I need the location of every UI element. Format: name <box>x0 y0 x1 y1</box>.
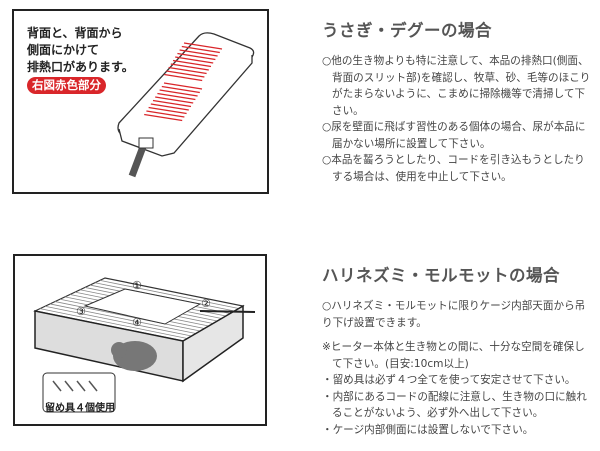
vent-slit <box>177 52 216 61</box>
cage-bar <box>39 308 188 339</box>
section-hedgehog-guinea-pig: ハリネズミ・モルモットの場合 ○ハリネズミ・モルモットに限りケージ内部天面から吊… <box>322 262 592 438</box>
vent-slit <box>150 103 189 111</box>
vent-slit <box>181 45 220 54</box>
vent-slit <box>172 59 212 68</box>
vent-slit <box>170 63 209 71</box>
note-item: ※ヒーター本体と生き物との間に、十分な空間を確保して下さい。(目安:10cm以上… <box>322 341 585 370</box>
marker-2: ② <box>201 297 211 310</box>
section-title: うさぎ・デグーの場合 <box>322 21 492 40</box>
vent-slit <box>166 70 205 78</box>
vent-slit <box>164 73 203 82</box>
vent-slit <box>155 96 194 104</box>
vent-slit <box>146 110 185 118</box>
section-title: ハリネズミ・モルモットの場合 <box>322 266 560 285</box>
callout-line: 排熱口があります。 <box>27 60 134 74</box>
heater-drawing <box>117 32 255 178</box>
note-item: ○尿を壁面に飛ばす習性のある個体の場合、尿が本品に届かない場所に設置して下さい。 <box>322 121 586 150</box>
callout-line: 側面にかけて <box>27 43 100 57</box>
callout-line: 背面と、背面から <box>27 26 123 40</box>
section-rabbit-degu: うさぎ・デグーの場合 ○他の生き物よりも特に注意して、本品の排熱口(側面、背面の… <box>322 17 592 185</box>
marker-1: ① <box>132 279 142 292</box>
position-markers: ① ② ③ ④ <box>76 279 211 329</box>
vent-slit <box>168 66 207 75</box>
cage-bar <box>99 279 239 309</box>
vent-slit <box>152 99 192 108</box>
note-item: ○本品を齧ろうとしたり、コードを引き込もうとしたりする場合は、使用を中止して下さ… <box>322 154 585 183</box>
red-area-badge: 右図赤色部分 <box>27 77 106 94</box>
clip-icons <box>52 380 98 392</box>
vent-callout: 背面と、背面から 側面にかけて 排熱口があります。 右図赤色部分 <box>27 25 134 94</box>
note-item: ○他の生き物よりも特に注意して、本品の排熱口(側面、背面のスリット部)を確認し、… <box>322 55 591 117</box>
intro-text: ○ハリネズミ・モルモットに限りケージ内部天面から吊り下げ設置できます。 <box>322 300 586 329</box>
cage-hanging-illustration: ① ② ③ ④ 留め具４個使用 <box>13 254 267 426</box>
note-item: ・ケージ内部側面には設置しないで下さい。 <box>322 423 534 436</box>
vent-slit <box>161 85 200 94</box>
clip-label: 留め具４個使用 <box>45 403 115 414</box>
cage-bar <box>54 301 201 332</box>
marker-4: ④ <box>132 316 142 329</box>
vent-slit <box>163 82 203 90</box>
vent-slit <box>144 113 183 122</box>
vent-slit <box>175 56 214 64</box>
heater-vent-illustration: 背面と、背面から 側面にかけて 排熱口があります。 右図赤色部分 <box>12 9 269 194</box>
note-item: ・留め具は必ず４つ全てを使って安定させて下さい。 <box>322 374 576 386</box>
marker-3: ③ <box>76 305 86 318</box>
vent-slit <box>159 89 198 97</box>
cage-drawing: ① ② ③ ④ <box>33 277 256 413</box>
cage-bar <box>44 305 192 337</box>
vent-slit <box>148 106 187 115</box>
vent-slit <box>157 92 196 101</box>
vent-slit <box>183 42 223 50</box>
cage-bar <box>49 303 196 334</box>
vent-slit <box>179 49 218 57</box>
note-item: ・内部にあるコードの配線に注意し、生き物の口に触れることがないよう、必ず外へ出し… <box>322 390 587 420</box>
